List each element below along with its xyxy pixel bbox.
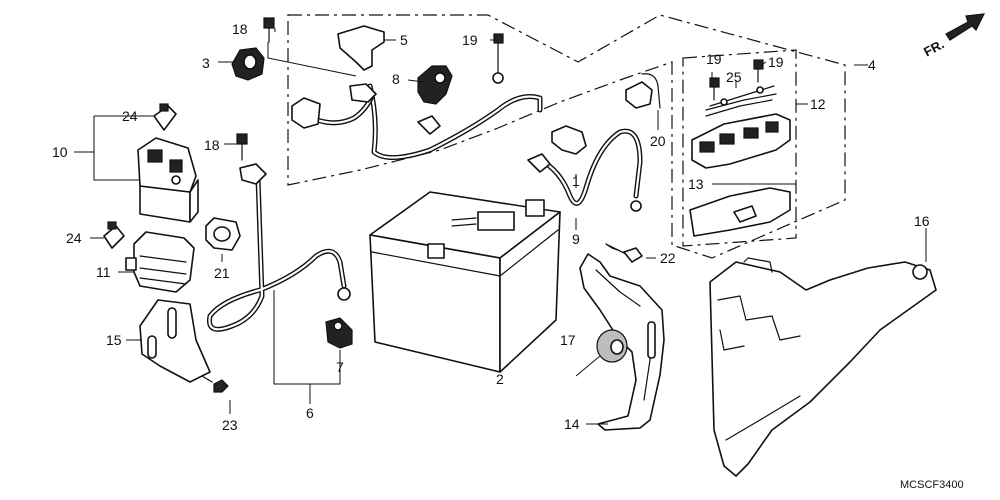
callout-15: 15 <box>106 332 122 348</box>
front-arrow-icon <box>945 13 986 41</box>
callout-12: 12 <box>810 96 826 112</box>
terminal-clip[interactable] <box>551 125 587 155</box>
callout-3: 3 <box>202 55 210 71</box>
main-fuse-lower[interactable] <box>103 221 125 249</box>
callout-11: 11 <box>96 264 111 280</box>
callout-14: 14 <box>564 416 580 432</box>
callout-7: 7 <box>336 359 344 375</box>
bolt-22[interactable] <box>605 243 643 263</box>
front-direction-indicator: FR. <box>921 13 986 59</box>
callout-24-upper: 24 <box>122 108 138 124</box>
bolt-18-upper[interactable] <box>263 17 275 43</box>
bolt-19-fuse-right[interactable] <box>753 59 764 83</box>
callout-19-fuse-right: 19 <box>768 54 784 70</box>
front-direction-label: FR. <box>921 36 947 59</box>
callout-numbers: 18 5 19 3 8 4 19 19 25 12 24 18 10 20 1 … <box>52 21 930 433</box>
bolt-23[interactable] <box>201 375 229 393</box>
callout-18-upper: 18 <box>232 21 248 37</box>
callout-6: 6 <box>306 405 314 421</box>
callout-5: 5 <box>400 32 408 48</box>
callout-16: 16 <box>914 213 930 229</box>
wiring-group-outline <box>287 14 846 259</box>
callout-22: 22 <box>660 250 676 266</box>
callout-23: 23 <box>222 417 238 433</box>
fuse-box-group-outline <box>682 49 797 247</box>
battery[interactable] <box>369 191 561 373</box>
side-cover[interactable] <box>709 257 937 477</box>
callout-1: 1 <box>572 173 580 189</box>
callout-4: 4 <box>868 57 876 73</box>
callout-2: 2 <box>496 371 504 387</box>
callout-10: 10 <box>52 144 68 160</box>
cable-clamp[interactable] <box>205 217 241 251</box>
callout-24-lower: 24 <box>66 230 82 246</box>
callout-25: 25 <box>726 69 742 85</box>
fuse-box[interactable] <box>691 93 791 169</box>
relay-rubber-boot[interactable] <box>125 231 195 293</box>
relay-bracket[interactable] <box>139 299 211 383</box>
diagram-code: MCSCF3400 <box>900 479 964 491</box>
bolt-18-lower[interactable] <box>236 133 248 161</box>
fuse-box-cover[interactable] <box>689 187 791 237</box>
starter-cable[interactable] <box>206 163 351 332</box>
callout-8: 8 <box>392 71 400 87</box>
terminal-cap[interactable] <box>417 65 453 105</box>
wire-clamp[interactable] <box>231 47 265 81</box>
relay-harness[interactable] <box>291 55 543 160</box>
callout-13: 13 <box>688 176 704 192</box>
fuse-puller[interactable] <box>709 85 775 107</box>
starter-relay[interactable] <box>137 137 199 223</box>
callout-20: 20 <box>650 133 666 149</box>
terminal-cover[interactable] <box>337 25 385 71</box>
callout-17: 17 <box>560 332 576 348</box>
leader-lines <box>74 28 927 425</box>
main-fuse-upper[interactable] <box>153 103 177 131</box>
terminal-boot[interactable] <box>325 317 353 349</box>
callout-19-fuse-left: 19 <box>706 51 722 67</box>
ground-terminal[interactable] <box>625 73 661 109</box>
callout-21: 21 <box>214 265 230 281</box>
bolt-19-top[interactable] <box>493 33 504 57</box>
callout-9: 9 <box>572 231 580 247</box>
bolt-19-fuse-left[interactable] <box>709 77 720 101</box>
callout-18-lower: 18 <box>204 137 220 153</box>
rubber-cushion[interactable] <box>596 329 628 363</box>
callout-19-top: 19 <box>462 32 478 48</box>
negative-cable[interactable] <box>527 128 643 212</box>
